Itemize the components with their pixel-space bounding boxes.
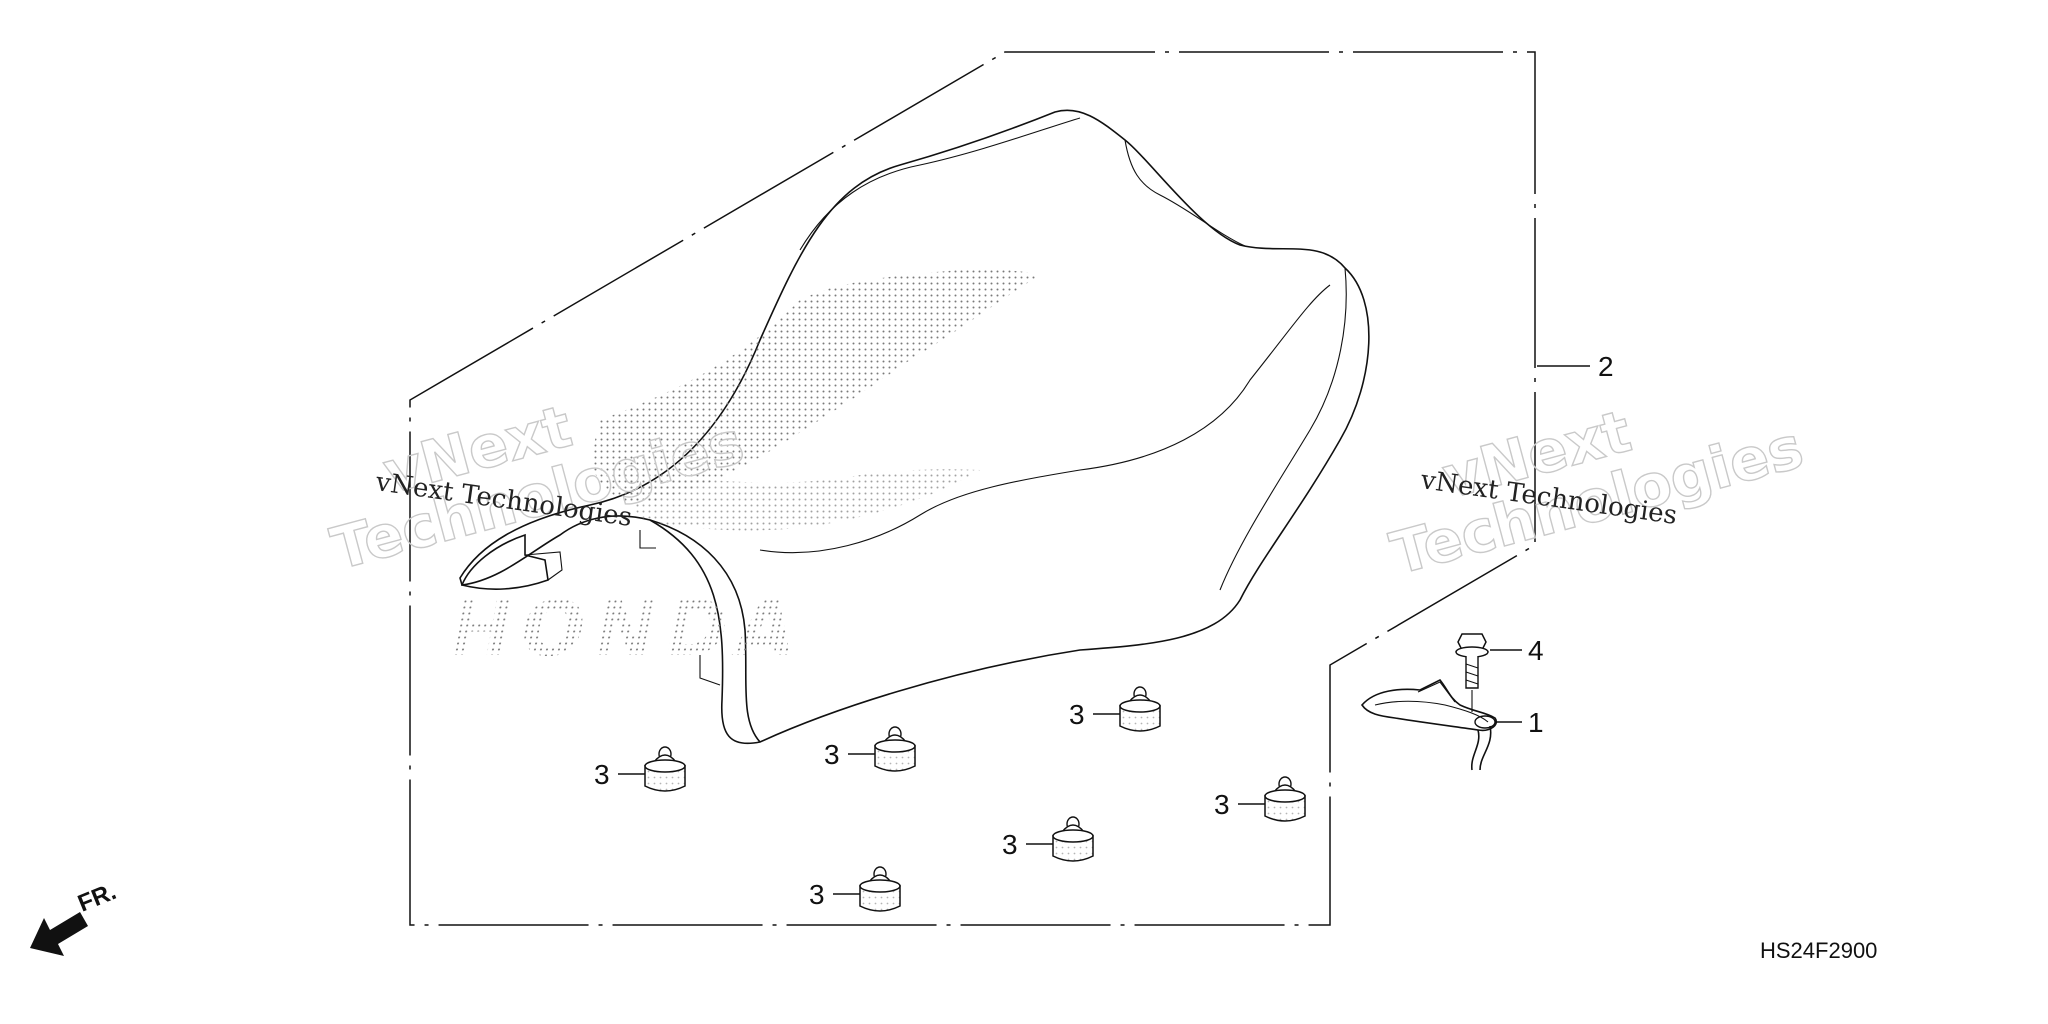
front-label: FR. [74,878,120,918]
callout-hook: 1 [1528,707,1544,738]
assembly-boundary [409,51,1536,926]
callout-seat: 2 [1598,351,1614,382]
callout-cushion-6: 3 [809,879,825,910]
callout-cushion-3: 3 [1069,699,1085,730]
callout-cushion-1: 3 [594,759,610,790]
seat-icon: HONDA [441,109,1370,745]
svg-text:HONDA: HONDA [441,586,810,674]
bolt-icon [1455,633,1489,689]
front-arrow-icon [30,912,88,956]
diagram-code: HS24F2900 [1760,938,1877,963]
honda-logo: HONDA [441,586,810,674]
callout-cushion-2: 3 [824,739,840,770]
callout-cushion-4: 3 [1002,829,1018,860]
callout-cushion-5: 3 [1214,789,1230,820]
cushion-icon [644,686,1306,912]
callout-bolt: 4 [1528,635,1544,666]
hook-icon [1360,678,1497,771]
